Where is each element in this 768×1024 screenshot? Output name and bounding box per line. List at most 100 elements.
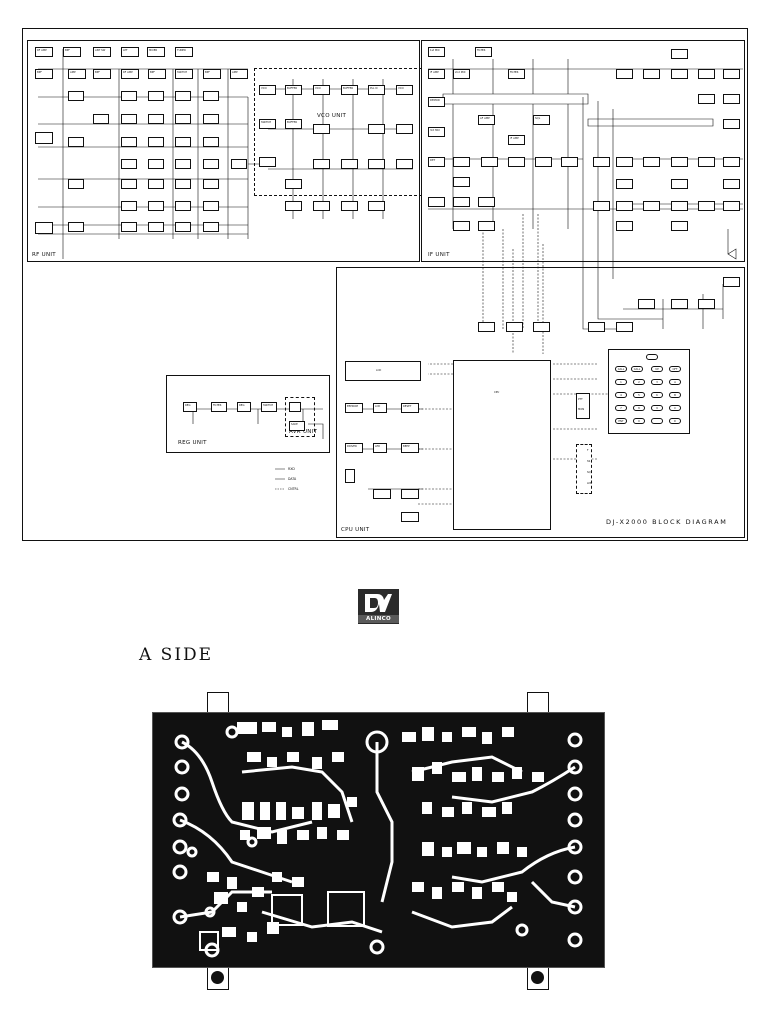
audio-block [638, 299, 655, 309]
rf-block [203, 201, 219, 211]
vco-unit-label: VCO UNIT [317, 113, 347, 119]
rf-block: RF AMP [121, 69, 139, 79]
side-button-panel: PTT MON [576, 393, 590, 419]
cpu-block: LED [373, 443, 387, 453]
rf-block [203, 137, 219, 147]
legend-data: DATA [288, 477, 297, 481]
if-block [616, 157, 633, 167]
keypad: CALL CALL UP OFF 1 2 3 A 4 5 6 B 7 8 9 C… [608, 349, 690, 434]
cpu-block: DRIVER [345, 443, 363, 453]
if-block [453, 197, 470, 207]
logo-text: ALINCO [358, 615, 399, 623]
rf-block [68, 179, 84, 189]
if-unit-label: IF UNIT [428, 252, 450, 258]
vco-block [259, 157, 276, 167]
rf-block: RF AMP [35, 47, 53, 57]
keypad-key [646, 354, 658, 360]
rf-block: AMP [68, 69, 86, 79]
rf-block [175, 114, 191, 124]
vco-block: SWITCH [259, 119, 276, 129]
vco-block [313, 124, 330, 134]
rf-block [68, 137, 84, 147]
rf-block: BPF [203, 69, 221, 79]
cpu-main-chip: CPU [453, 360, 551, 530]
diagram-title: DJ-X2000 BLOCK DIAGRAM [606, 518, 728, 526]
rf-block: SWITCH [175, 69, 193, 79]
cpu-side-block [506, 322, 523, 332]
rf-block [121, 201, 137, 211]
reg-block [289, 402, 301, 412]
rf-block [93, 114, 109, 124]
if-block [478, 221, 495, 231]
if-block [453, 157, 470, 167]
keypad-key: CALL [615, 366, 627, 372]
vco-block: BUFFER [285, 119, 302, 129]
rf-block [148, 91, 164, 101]
rf-block: BPF [93, 69, 111, 79]
rf-block: AMP [230, 69, 248, 79]
rf-block [148, 137, 164, 147]
vco-block: VCO [259, 85, 276, 95]
rf-block [35, 222, 53, 234]
rf-block: LPF [121, 47, 139, 57]
if-block [698, 94, 715, 104]
keypad-key: CALL [631, 366, 643, 372]
rf-block [175, 201, 191, 211]
if-block [616, 201, 633, 211]
if-unit: IF UNIT [421, 40, 745, 262]
vco-block: PLL IC [368, 85, 385, 95]
if-block [453, 221, 470, 231]
if-block: IF AMP [508, 135, 525, 145]
if-block [723, 179, 740, 189]
audio-block [723, 277, 740, 287]
keypad-key: 1 [615, 379, 627, 385]
rf-block: ANT SW [93, 47, 111, 57]
cpu-side-block [478, 322, 495, 332]
vco-block [341, 159, 358, 169]
vco-block: VCO [396, 85, 413, 95]
rf-block [203, 91, 219, 101]
vco-block: BUFFER [341, 85, 358, 95]
cpu-block: BEEP [401, 443, 419, 453]
if-block [723, 201, 740, 211]
if-block [593, 157, 610, 167]
cpu-block: LCD [373, 403, 387, 413]
if-block [671, 157, 688, 167]
keypad-key [651, 418, 663, 424]
cpu-block [373, 489, 391, 499]
if-block [723, 119, 740, 129]
rf-block: BPF [148, 69, 166, 79]
rf-block [121, 159, 137, 169]
if-block: 3rd MIX [428, 127, 445, 137]
cpu-block: RESET [401, 403, 419, 413]
rf-block [203, 179, 219, 189]
avr-unit: AVR UNIT [285, 397, 317, 437]
if-block [671, 69, 688, 79]
if-block [616, 69, 633, 79]
if-block [671, 49, 688, 59]
cpu-block [401, 489, 419, 499]
mon-label: MON [578, 408, 585, 411]
if-block [478, 197, 495, 207]
vco-block [396, 159, 413, 169]
vco-block [341, 201, 358, 211]
if-block [723, 94, 740, 104]
if-block [643, 201, 660, 211]
cpu-block [345, 469, 355, 483]
vco-block: VCO [313, 85, 330, 95]
keypad-key: ENT [615, 418, 627, 424]
if-block: IF AMP [428, 69, 445, 79]
rf-block [35, 132, 53, 144]
rf-unit: RF UNIT [27, 40, 420, 262]
rf-block [121, 91, 137, 101]
if-block [428, 197, 445, 207]
audio-block [698, 299, 715, 309]
rf-block [148, 222, 164, 232]
keypad-key: D [669, 418, 681, 424]
if-block [481, 157, 498, 167]
if-block [671, 179, 688, 189]
vco-block [396, 124, 413, 134]
keypad-key: 6 [651, 392, 663, 398]
if-block [723, 69, 740, 79]
rf-block [121, 179, 137, 189]
